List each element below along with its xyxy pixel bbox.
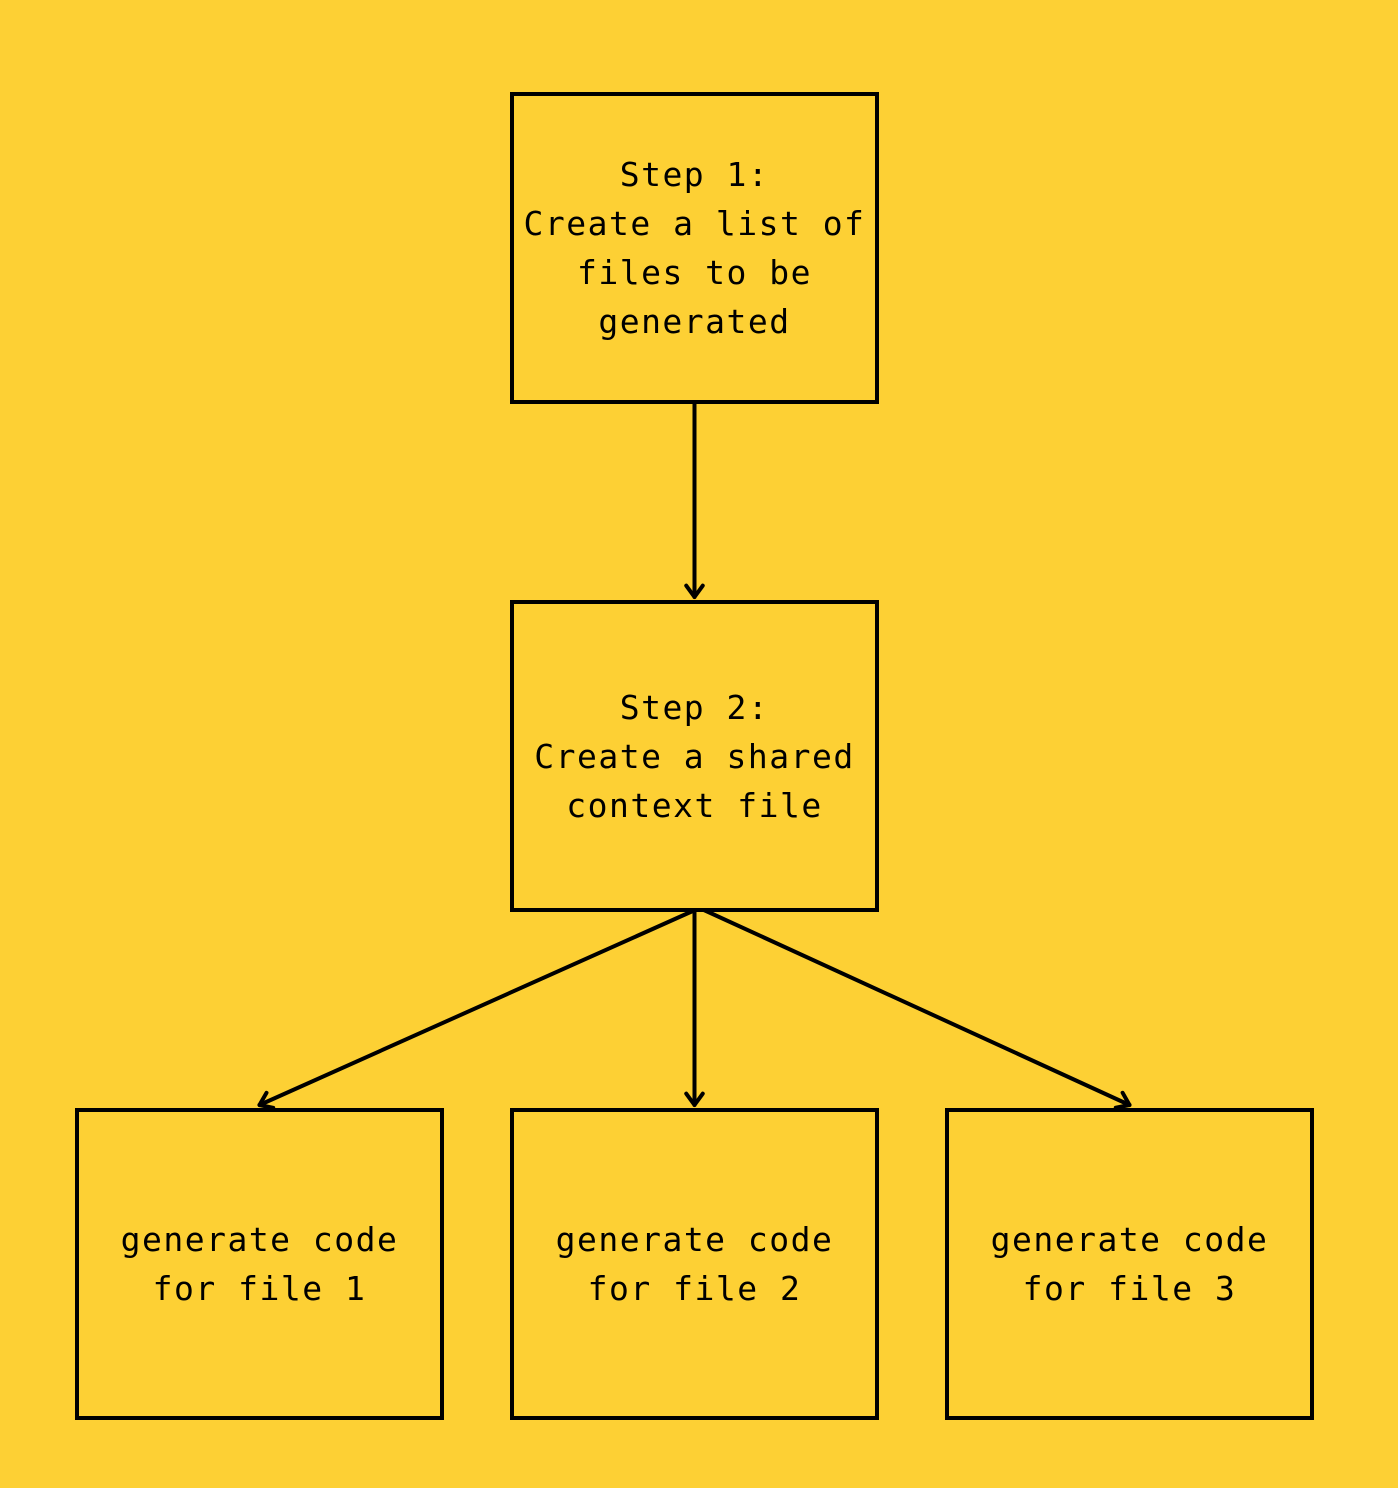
- generate-file-3-label: generate code for file 3: [990, 1220, 1269, 1308]
- step-1-box: Step 1: Create a list of files to be gen…: [510, 92, 879, 404]
- generate-file-3-box: generate code for file 3: [945, 1108, 1314, 1420]
- generate-file-1-box: generate code for file 1: [75, 1108, 444, 1420]
- arrowhead-step-2-to-file-1: [257, 1090, 276, 1110]
- step-1-label: Step 1: Create a list of files to be gen…: [523, 155, 866, 341]
- generate-file-2-box: generate code for file 2: [510, 1108, 879, 1420]
- connector-step-2-to-file-3: [697, 906, 1132, 1107]
- generate-file-1-label: generate code for file 1: [120, 1220, 399, 1308]
- connector-step-2-to-file-1: [257, 906, 702, 1107]
- step-2-box: Step 2: Create a shared context file: [510, 600, 879, 912]
- arrowhead-step-2-to-file-2: [684, 1091, 705, 1107]
- arrowhead-step-2-to-file-3: [1113, 1090, 1132, 1110]
- step-2-label: Step 2: Create a shared context file: [534, 687, 855, 825]
- generate-file-2-label: generate code for file 2: [555, 1220, 834, 1308]
- arrowhead-step-1-to-step-2: [684, 583, 705, 599]
